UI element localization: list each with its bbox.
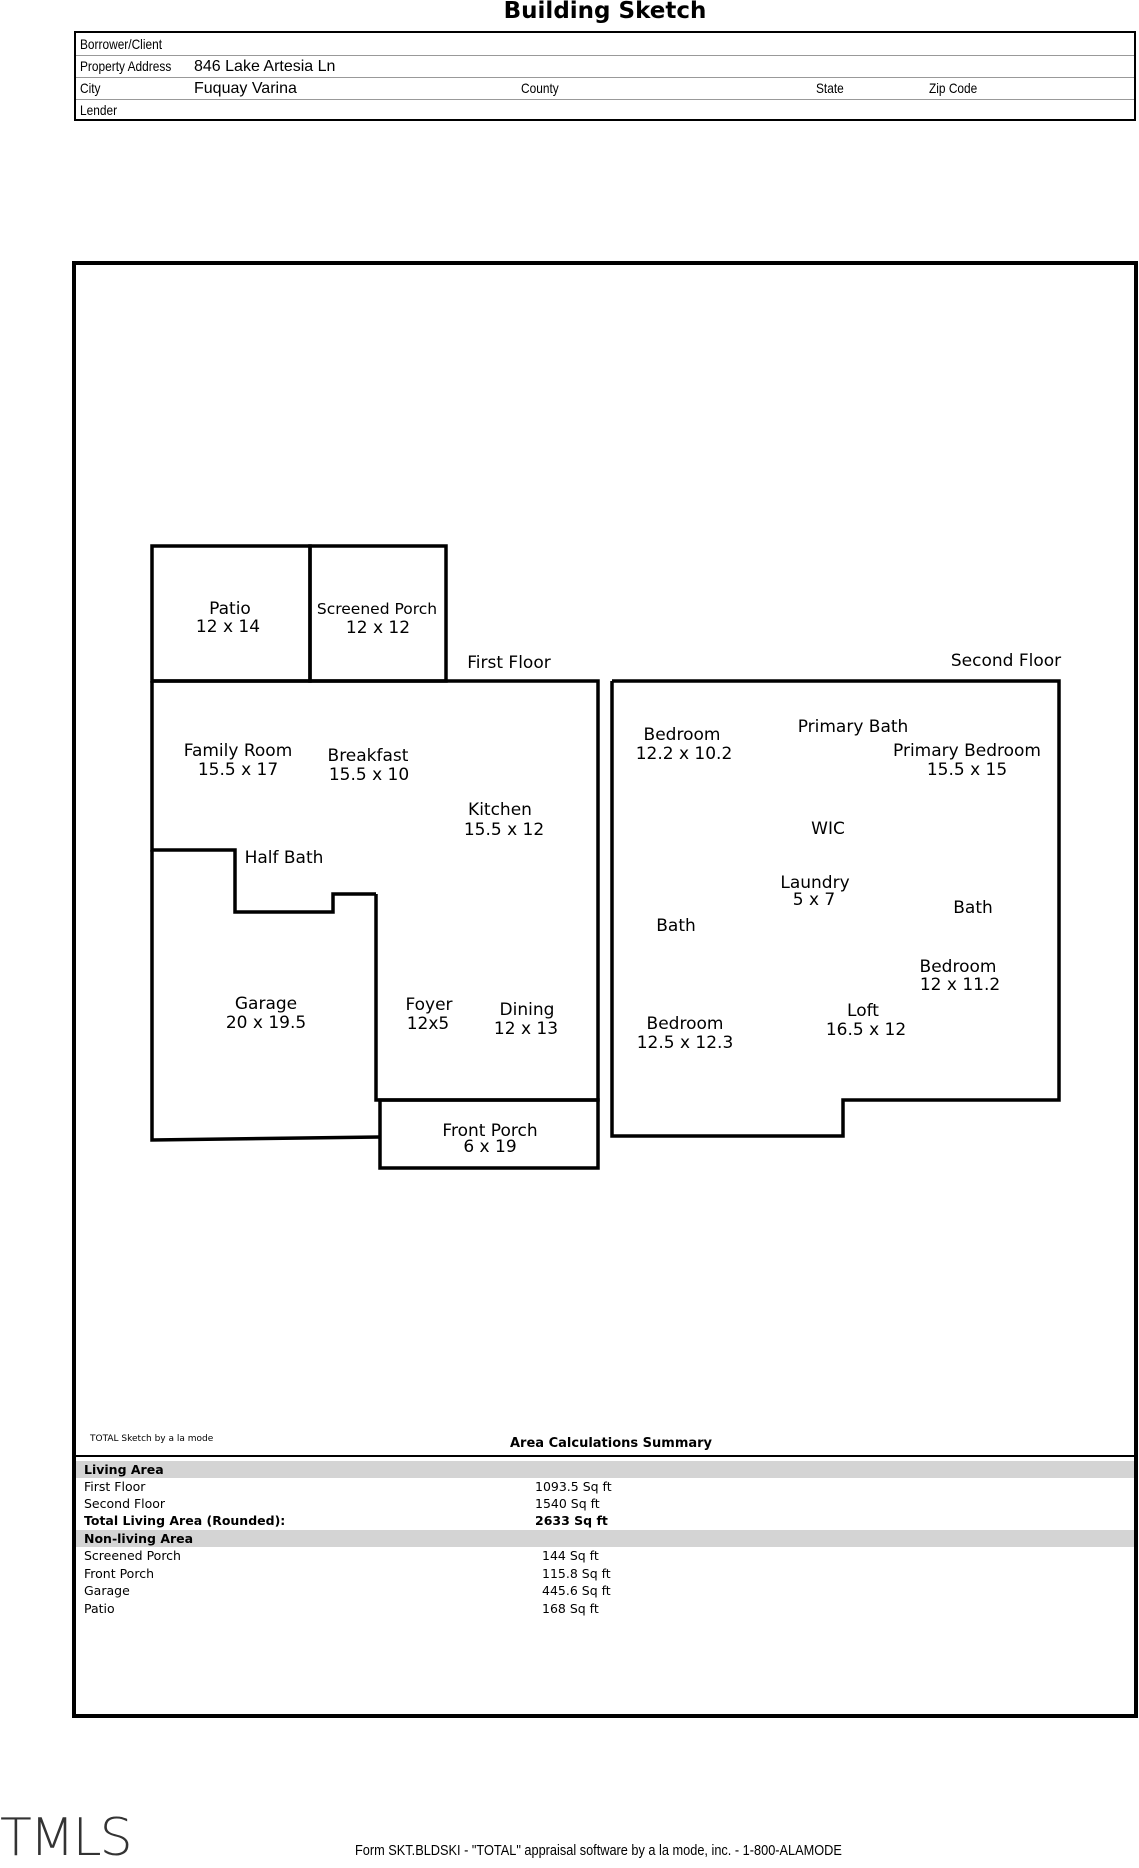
borrower-label: Borrower/Client bbox=[80, 36, 163, 52]
bedroom-a-name: Bedroom bbox=[644, 725, 721, 745]
total-living-row: Total Living Area (Rounded): 2633 Sq ft bbox=[76, 1512, 1134, 1529]
page-title: Building Sketch bbox=[503, 0, 707, 24]
total-living-label: Total Living Area (Rounded): bbox=[84, 1513, 286, 1528]
city-value: Fuquay Varina bbox=[194, 80, 297, 97]
first-floor-label: First Floor bbox=[467, 653, 550, 673]
table-row: Patio 168 Sq ft bbox=[76, 1600, 1134, 1617]
second-floor-area-value: 1540 Sq ft bbox=[535, 1496, 600, 1511]
tmls-logo: TMLS bbox=[0, 1808, 133, 1868]
garage-outline bbox=[150, 850, 381, 1142]
nonliving-area-heading-row: Non-living Area bbox=[76, 1530, 1134, 1547]
state-label: State bbox=[816, 80, 844, 96]
bedroom-b-name: Bedroom bbox=[920, 957, 997, 977]
half-bath-name: Half Bath bbox=[245, 848, 324, 868]
kitchen-name: Kitchen bbox=[468, 800, 532, 820]
primary-bedroom-name: Primary Bedroom bbox=[893, 741, 1041, 761]
breakfast-dims: 15.5 x 10 bbox=[329, 765, 409, 785]
form-footer: Form SKT.BLDSKI - "TOTAL" appraisal soft… bbox=[355, 1842, 842, 1859]
first-floor-area-value: 1093.5 Sq ft bbox=[535, 1479, 612, 1494]
city-label: City bbox=[80, 80, 101, 96]
loft-dims: 16.5 x 12 bbox=[826, 1020, 906, 1040]
table-row: Second Floor 1540 Sq ft bbox=[76, 1495, 1134, 1512]
foyer-name: Foyer bbox=[405, 995, 452, 1015]
table-row: Screened Porch 144 Sq ft bbox=[76, 1547, 1134, 1564]
address-label: Property Address bbox=[80, 58, 172, 74]
bath-b-name: Bath bbox=[953, 898, 993, 918]
summary-title: Area Calculations Summary bbox=[510, 1436, 713, 1451]
dining-name: Dining bbox=[500, 1000, 555, 1020]
bedroom-c-name: Bedroom bbox=[647, 1014, 724, 1034]
zip-label: Zip Code bbox=[929, 80, 978, 96]
bedroom-c-dims: 12.5 x 12.3 bbox=[637, 1033, 734, 1053]
city-row: City Fuquay Varina County State Zip Code bbox=[76, 77, 1134, 100]
second-floor-label: Second Floor bbox=[951, 651, 1061, 671]
half-bath-outline bbox=[150, 681, 376, 914]
front-porch-area-value: 115.8 Sq ft bbox=[542, 1566, 611, 1581]
screened-porch-name: Screened Porch bbox=[317, 600, 437, 618]
table-row: Garage 445.6 Sq ft bbox=[76, 1582, 1134, 1599]
patio-area-label: Patio bbox=[84, 1601, 115, 1616]
address-row: Property Address 846 Lake Artesia Ln bbox=[76, 55, 1134, 78]
summary-divider bbox=[76, 1455, 1134, 1457]
property-header: Borrower/Client Property Address 846 Lak… bbox=[74, 31, 1136, 121]
garage-area-label: Garage bbox=[84, 1583, 130, 1598]
living-area-heading: Living Area bbox=[84, 1462, 164, 1477]
second-floor-area-label: Second Floor bbox=[84, 1496, 166, 1511]
sketch-frame bbox=[72, 261, 1138, 1718]
screened-porch-dims: 12 x 12 bbox=[346, 618, 410, 638]
loft-name: Loft bbox=[847, 1001, 879, 1021]
table-row: Front Porch 115.8 Sq ft bbox=[76, 1565, 1134, 1582]
county-label: County bbox=[521, 80, 559, 96]
garage-dims: 20 x 19.5 bbox=[226, 1013, 306, 1033]
patio-dims: 12 x 14 bbox=[196, 617, 260, 637]
family-room-dims: 15.5 x 17 bbox=[198, 760, 278, 780]
front-porch-outline bbox=[378, 1098, 600, 1170]
kitchen-dims: 15.5 x 12 bbox=[464, 820, 544, 840]
breakfast-name: Breakfast bbox=[328, 746, 409, 766]
lender-row: Lender bbox=[76, 99, 1134, 121]
bath-a-name: Bath bbox=[656, 916, 696, 936]
wic-name: WIC bbox=[811, 819, 845, 839]
total-living-value: 2633 Sq ft bbox=[535, 1513, 608, 1528]
front-porch-dims: 6 x 19 bbox=[463, 1137, 516, 1157]
borrower-row: Borrower/Client bbox=[76, 33, 1134, 56]
screened-porch-area-value: 144 Sq ft bbox=[542, 1548, 599, 1563]
front-porch-area-label: Front Porch bbox=[84, 1566, 154, 1581]
front-porch-name: Front Porch bbox=[442, 1121, 537, 1141]
floor-plan-walls bbox=[150, 544, 1061, 1170]
floor-plan: First Floor Second Floor Patio 12 x 14 S… bbox=[150, 544, 1061, 1170]
patio-area-value: 168 Sq ft bbox=[542, 1601, 599, 1616]
second-floor-outline bbox=[610, 679, 1061, 1138]
first-floor-area-label: First Floor bbox=[84, 1479, 146, 1494]
bedroom-a-dims: 12.2 x 10.2 bbox=[636, 744, 733, 764]
living-area-heading-row: Living Area bbox=[76, 1461, 1134, 1478]
screened-porch-area-label: Screened Porch bbox=[84, 1548, 181, 1563]
foyer-dims: 12x5 bbox=[407, 1014, 450, 1034]
dining-dims: 12 x 13 bbox=[494, 1019, 558, 1039]
patio-name: Patio bbox=[209, 599, 251, 619]
software-label: TOTAL Sketch by a la mode bbox=[90, 1434, 214, 1444]
table-row: First Floor 1093.5 Sq ft bbox=[76, 1478, 1134, 1495]
laundry-name: Laundry bbox=[780, 873, 849, 893]
nonliving-area-heading: Non-living Area bbox=[84, 1531, 194, 1546]
bedroom-b-dims: 12 x 11.2 bbox=[920, 975, 1000, 995]
garage-name: Garage bbox=[235, 994, 297, 1014]
primary-bath-name: Primary Bath bbox=[798, 717, 909, 737]
address-value: 846 Lake Artesia Ln bbox=[194, 58, 336, 75]
family-room-name: Family Room bbox=[184, 741, 293, 761]
laundry-dims: 5 x 7 bbox=[793, 890, 836, 910]
lender-label: Lender bbox=[80, 102, 118, 118]
garage-area-value: 445.6 Sq ft bbox=[542, 1583, 611, 1598]
primary-bedroom-dims: 15.5 x 15 bbox=[927, 760, 1007, 780]
